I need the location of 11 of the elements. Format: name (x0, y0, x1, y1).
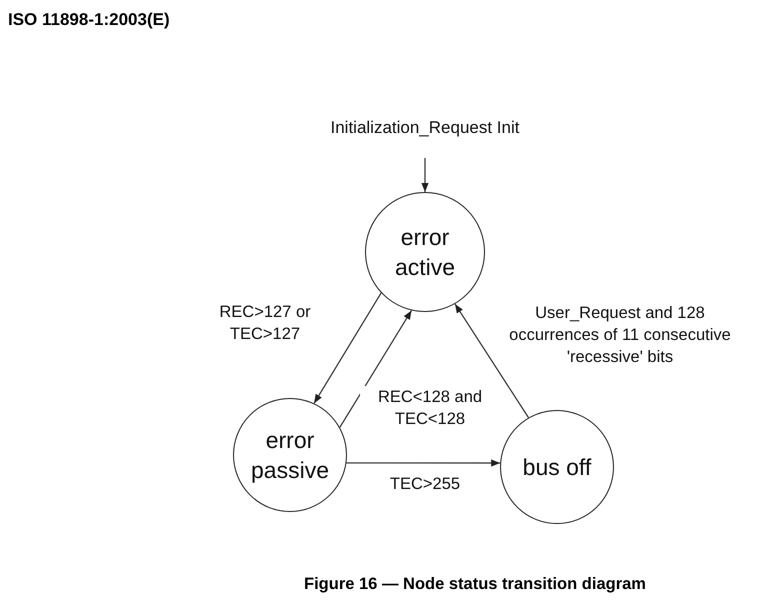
event-label: Initialization_Request Init (329, 117, 520, 139)
state-name: error passive (250, 426, 330, 485)
arrow (314, 292, 382, 404)
arrow (454, 304, 529, 418)
state-name: error active (394, 223, 456, 282)
arrow (346, 459, 500, 467)
state-name: bus off (522, 453, 592, 482)
figure-caption: Figure 16 — Node status transition diagram (303, 575, 647, 594)
arrow (339, 310, 412, 428)
document-header: ISO 11898-1:2003(E) (8, 10, 170, 30)
arrow (421, 158, 429, 192)
